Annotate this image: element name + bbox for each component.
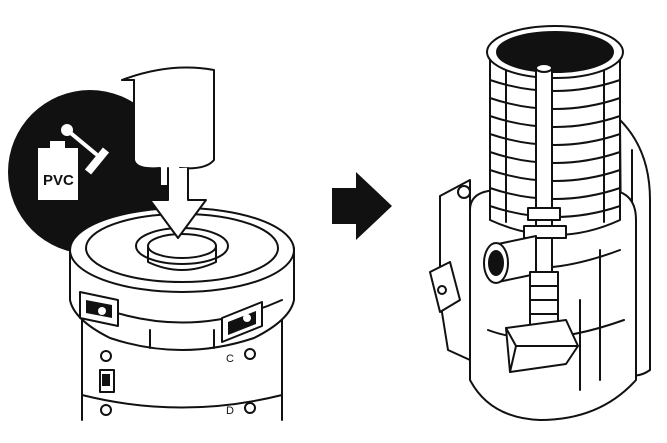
- pump-housing-body: C D: [81, 319, 283, 421]
- housing-mark-c: C: [226, 353, 234, 365]
- glue-can-with-brush-icon: [38, 124, 110, 200]
- outlet-elbow: [483, 235, 537, 284]
- housing-mark-d: D: [226, 405, 234, 417]
- step-1-collar-fitting: PVC C D: [8, 66, 295, 421]
- pvc-label: PVC: [43, 172, 74, 189]
- ribbed-riser: [486, 25, 624, 236]
- step-2-assembled-sump: [429, 25, 651, 421]
- check-valve-assembly: [505, 271, 579, 373]
- press-tool: [121, 66, 215, 187]
- pump-collar-ring: [69, 207, 295, 351]
- push-down-arrow: [149, 167, 207, 239]
- arrow-right-icon: [332, 172, 392, 240]
